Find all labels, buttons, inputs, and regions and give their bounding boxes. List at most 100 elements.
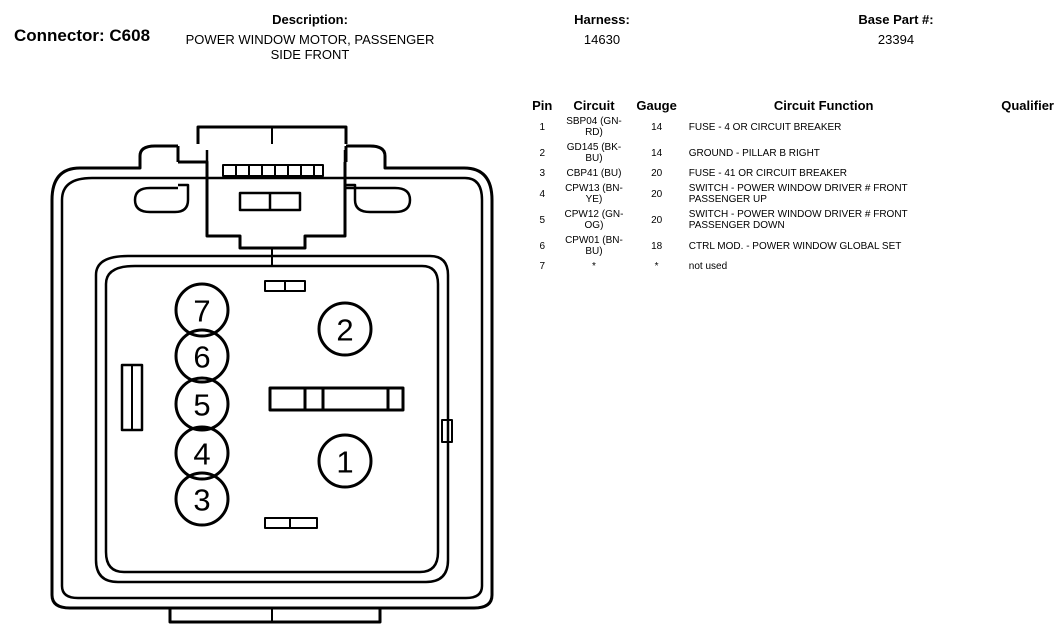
gauge-cell: 14: [651, 147, 663, 159]
pinout-table: Pin Circuit Gauge Circuit Function Quali…: [525, 96, 1054, 274]
pin-5-circle: [174, 376, 230, 432]
description-value: POWER WINDOW MOTOR, PASSENGER SIDE FRONT: [170, 32, 450, 62]
circuit-cell: CPW01 (BN-BU): [559, 233, 628, 259]
circuit-cell: *: [559, 259, 628, 274]
table-row: 1 SBP04 (GN-RD) 14 FUSE - 4 OR CIRCUIT BREA…: [525, 114, 1054, 140]
harness-label: Harness:: [574, 12, 630, 27]
outer-housing: [50, 144, 494, 610]
pin-1-label: 1: [336, 445, 353, 480]
gauge-cell: 20: [651, 188, 663, 200]
header-pin: Pin: [532, 97, 553, 113]
pin-7-circle: [174, 282, 230, 338]
latch-tab-sides: [205, 150, 347, 162]
function-cell-line: PASSENGER UP: [688, 194, 767, 205]
latch-tab: [178, 160, 347, 250]
function-cell: GROUND - PILLAR B RIGHT: [685, 140, 959, 166]
qualifier-cell: [959, 140, 1054, 166]
latch-slot-row: [222, 164, 324, 177]
pin-cell: 3: [539, 168, 546, 179]
table-body: 1 SBP04 (GN-RD) 14 FUSE - 4 OR CIRCUIT BREA…: [525, 114, 1054, 274]
function-cell: FUSE - 4 OR CIRCUIT BREAKER: [685, 114, 959, 140]
circuit-cell: CPW13 (BN-YE): [559, 181, 628, 207]
gauge-cell: *: [654, 261, 659, 272]
pin-cell: 7: [539, 261, 546, 272]
circuit-cell-line: CPW13 (BN-: [565, 183, 623, 194]
base-part-label: Base Part #:: [858, 12, 934, 27]
function-cell: CTRL MOD. - POWER WINDOW GLOBAL SET: [685, 233, 959, 259]
function-cell-line: CTRL MOD. - POWER WINDOW GLOBAL SET: [688, 240, 902, 252]
harness-value: 14630: [583, 32, 621, 47]
table-row: 6 CPW01 (BN-BU) 18 CTRL MOD. - POWER WINDOW…: [525, 233, 1054, 259]
description-line: POWER WINDOW MOTOR, PASSENGER: [185, 32, 435, 47]
gauge-cell: 20: [651, 214, 663, 226]
table-row: 4 CPW13 (BN-YE) 20 SWITCH - POWER WINDOW DR…: [525, 181, 1054, 207]
function-cell: FUSE - 41 OR CIRCUIT BREAKER: [685, 166, 959, 181]
qualifier-cell: [959, 166, 1054, 181]
pin-2-label: 2: [336, 313, 353, 348]
pin-2-circle: [317, 301, 373, 357]
function-cell-line: SWITCH - POWER WINDOW DRIVER # FRONT: [688, 209, 908, 220]
circuit-cell-line: YE): [585, 194, 603, 205]
qualifier-cell: [959, 181, 1054, 207]
circuit-cell-line: BU): [585, 246, 603, 257]
circuit-cell: CBP41 (BU): [559, 166, 628, 181]
gauge-cell: 18: [651, 240, 663, 252]
pin-cell: 5: [539, 214, 546, 226]
pin-6-label: 6: [193, 340, 210, 375]
circuit-cell-line: CPW12 (GN-: [564, 209, 624, 220]
gauge-cell: 14: [651, 121, 663, 133]
pin-cell: 1: [539, 121, 546, 133]
connector-face-diagram: 7 6 5 4 3 2 1: [50, 125, 494, 624]
circuit-cell: CPW12 (GN-OG): [559, 207, 628, 233]
function-cell-line: FUSE - 41 OR CIRCUIT BREAKER: [688, 168, 847, 179]
pin-6-circle: [174, 328, 230, 384]
table-header-row: Pin Circuit Gauge Circuit Function Quali…: [525, 96, 1054, 114]
description-line: SIDE FRONT: [270, 47, 350, 62]
function-cell-line: PASSENGER DOWN: [688, 220, 785, 231]
qualifier-cell: [959, 207, 1054, 233]
base-part-value: 23394: [877, 32, 915, 47]
function-cell-line: GROUND - PILLAR B RIGHT: [688, 147, 820, 159]
gauge-cell: 20: [651, 168, 663, 179]
function-cell-line: not used: [688, 261, 728, 272]
latch-posts: [176, 146, 348, 162]
left-hook: [133, 183, 190, 214]
seal-ring: [94, 254, 450, 584]
pin-face: [104, 264, 440, 574]
qualifier-cell: [959, 233, 1054, 259]
circuit-cell: SBP04 (GN-RD): [559, 114, 628, 140]
circuit-cell-line: *: [592, 261, 596, 272]
bottom-foot: [168, 608, 382, 624]
pin-cell: 4: [539, 188, 546, 200]
qualifier-cell: [959, 114, 1054, 140]
pin-4-label: 4: [193, 437, 210, 472]
pin-cell: 6: [539, 240, 546, 252]
circuit-cell-line: BU): [585, 153, 603, 164]
description-label: Description:: [272, 12, 348, 27]
pin-1-circle: [317, 433, 373, 489]
side-nub: [441, 419, 453, 443]
table-row: 7 * * not used: [525, 259, 1054, 274]
circuit-cell-line: RD): [585, 127, 603, 138]
pin-3-label: 3: [193, 483, 210, 518]
pin-5-label: 5: [193, 388, 210, 423]
pin-4-circle: [174, 425, 230, 481]
table-row: 5 CPW12 (GN-OG) 20 SWITCH - POWER WINDOW DR…: [525, 207, 1054, 233]
function-cell-line: SWITCH - POWER WINDOW DRIVER # FRONT: [688, 183, 908, 194]
pin-3-circle: [174, 471, 230, 527]
circuit-cell: GD145 (BK-BU): [559, 140, 628, 166]
circuit-cell-line: OG): [584, 220, 604, 231]
header-circuit-function: Circuit Function: [773, 97, 874, 113]
circuit-cell-line: CPW01 (BN-: [565, 235, 623, 246]
header-gauge: Gauge: [636, 97, 677, 113]
qualifier-cell: [959, 259, 1054, 274]
circuit-cell-line: CBP41 (BU): [566, 168, 622, 179]
circuit-cell-line: GD145 (BK-: [566, 142, 622, 153]
circuit-cell-line: SBP04 (GN-: [566, 116, 622, 127]
function-cell-line: FUSE - 4 OR CIRCUIT BREAKER: [688, 121, 842, 133]
header-circuit: Circuit: [573, 97, 615, 113]
function-cell: not used: [685, 259, 959, 274]
